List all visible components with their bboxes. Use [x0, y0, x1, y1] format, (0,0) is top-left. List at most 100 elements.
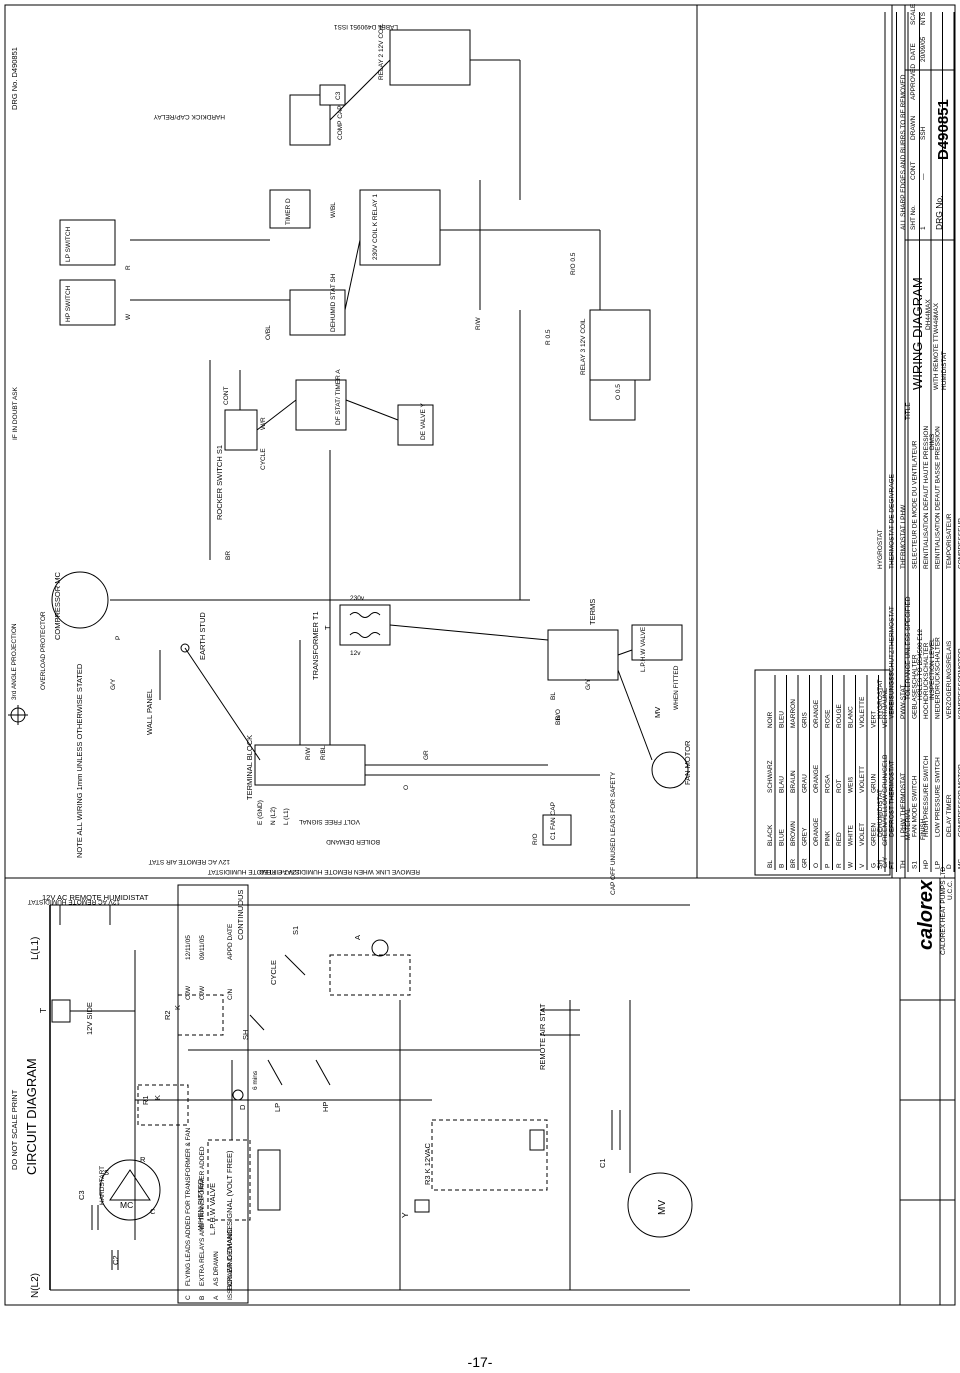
component-table-cell: PWW-STAT: [900, 685, 907, 719]
revision-cell: APPD DATE: [227, 923, 234, 960]
drawn-value: SSH: [920, 126, 927, 140]
wire-label: R/O 0.5: [570, 252, 577, 275]
colour-table-cell: BLACK: [767, 824, 774, 846]
drg-no-top: DRG No. D490851: [10, 47, 19, 110]
mc-r-terminal: R: [140, 1155, 146, 1164]
colour-table-cell: BLANC: [848, 706, 855, 728]
colour-table-cell: R: [836, 863, 843, 868]
component-table-cell: GEBLASESCHALTER: [912, 654, 919, 719]
relay-r3-coil: [529, 1129, 545, 1151]
fan-motor-label: FAN MOTOR: [683, 740, 692, 785]
component-table-cell: REINITIALISATION DEFAUT BASSE PRESSION: [935, 426, 942, 569]
colour-table-cell: GR: [802, 858, 809, 868]
wire-label: R/BL: [320, 745, 327, 760]
subtitle-3: HUMIDISTAT: [941, 351, 948, 390]
component-table-cell: DELAY TIMER: [946, 794, 953, 837]
tolerance-label: TOLERANCE UNLESS SPECIFIED: [905, 596, 912, 700]
transformer-t1-symbol: [339, 604, 391, 646]
colour-table-cell: P: [825, 864, 832, 868]
transformer-label: T: [38, 1008, 48, 1013]
term-e-label: E (GND): [257, 800, 264, 825]
title-block: calorex CALOREX HEAT PUMPS LTD U.C.C. MA…: [899, 3, 955, 1305]
note-text: NOTE ALL WIRING 1mm UNLESS OTHERWISE STA…: [75, 663, 84, 858]
relay-2-label: RELAY 2 12V COIL: [378, 23, 385, 80]
terminal-block: [254, 744, 366, 786]
if-in-doubt-text: IF IN DOUBT ASK: [12, 386, 19, 440]
dims-label: DIMS: [929, 433, 936, 450]
compressor-mc-layout: [51, 571, 109, 629]
wire-label: BR: [225, 551, 232, 560]
timer-d-text: TIMER D: [285, 198, 292, 225]
revision-row: AAS DRAWN: [213, 1251, 220, 1300]
transformer-230v: 230v: [350, 595, 365, 602]
colour-table-cell: GREEN: [871, 823, 878, 846]
fan-motor-mv-layout-label: MV: [653, 707, 662, 718]
remove-link-label: REMOVE LINK WHEN REMOTE HUMIDISTAT FITTE…: [259, 868, 420, 875]
fan-motor-mv-label: MV: [657, 1200, 668, 1215]
revision-row: C FLYING LEADS ADDED FOR TRANSFORMER & FA…: [185, 935, 192, 1300]
lp-switch-label: LP: [273, 1103, 282, 1112]
fan-cap-c1: [542, 814, 572, 846]
component-table-cell: SELECTEUR DE MODE DU VENTILATEUR: [912, 440, 919, 569]
component-table-cell: HOCHDRUCKSCHALTER: [923, 642, 930, 719]
earth-stud-symbol: [180, 643, 190, 653]
component-table-cell: TH: [900, 860, 907, 869]
compressor-label: COMPRESSOR MC: [53, 571, 62, 640]
supply-neutral-label: N(L2): [30, 1273, 41, 1298]
inspection-label: INSPECTION LEVEL: [929, 638, 936, 700]
hp-switch-label: HP: [321, 1102, 330, 1112]
wire-label: O: [403, 785, 410, 790]
colour-table-cell: GRAU: [802, 774, 809, 793]
relay-r3-box: [431, 1119, 548, 1191]
fan-motor-layout: [651, 751, 689, 789]
colour-table-cell: WHITE: [848, 824, 855, 846]
do-not-scale-text: DO NOT SCALE PRINT: [10, 1089, 19, 1170]
circuit-remote-humidistat-label: 12V AC REMOTE HUMIDISTAT: [42, 893, 149, 902]
supply-live-label: L(L1): [30, 937, 41, 960]
company-name: CALOREX HEAT PUMPS LTD: [940, 867, 947, 955]
label-code: LABEL D490951 ISS1: [334, 23, 398, 30]
compressor-mc-symbol: MC R S C: [99, 1155, 161, 1221]
lp-switch-box: [59, 219, 116, 266]
material-label: MATERIAL: [905, 808, 912, 840]
relay-3-box: [589, 309, 651, 381]
mc-label: MC: [120, 1200, 133, 1210]
boiler-terminals: [257, 1149, 281, 1211]
drawing-title: WIRING DIAGRAM: [910, 277, 925, 390]
circuit-when-fitted-label: WHEN FITTED: [196, 1178, 205, 1230]
drawn-label: DRAWN: [910, 115, 917, 140]
revision-cell: FLYING LEADS ADDED FOR TRANSFORMER & FAN: [185, 1127, 192, 1286]
wire-label: W: [125, 313, 132, 320]
lp-switch-label: LP SWITCH: [65, 226, 72, 262]
colour-table-cell: O: [813, 863, 820, 868]
wire-label: O/BL: [265, 325, 272, 340]
component-table-cell: LPHW THERMOSTAT: [900, 773, 907, 837]
circuit-diagram: DO NOT SCALE PRINT CIRCUIT DIAGRAM N(L2)…: [10, 890, 693, 1298]
hardkick-label: HARDKICK CAP/RELAY: [153, 113, 225, 120]
component-table-cell: DEHUMIDISTAT: [877, 789, 884, 837]
subtitle-1: DH44MAX: [925, 299, 932, 330]
relay-3-label: RELAY 3 12V COIL: [580, 318, 587, 375]
cont-label: CONT: [910, 162, 917, 180]
s1-label: S1: [291, 926, 300, 935]
component-table-cell: HIGH PRESSURE SWITCH: [923, 755, 930, 837]
revision-cell: AS DRAWN: [213, 1251, 220, 1286]
solenoid-y-symbol: [414, 1199, 430, 1213]
component-table-cell: HP: [923, 860, 930, 869]
component-table-cell: SH: [877, 860, 884, 869]
colour-table-cell: GRUN: [871, 774, 878, 793]
colour-table-cell: GRUN/GELB: [882, 755, 889, 793]
sh-switch-label: SH: [241, 1030, 250, 1040]
colour-table-cell: BR: [790, 859, 797, 868]
relay-r1-box: [137, 1084, 189, 1126]
wire-label: R/W: [305, 747, 312, 761]
revision-cell: C: [185, 1295, 192, 1300]
colour-table-cell: VERT: [871, 711, 878, 728]
colour-table-cell: GRIS: [802, 711, 809, 728]
wiring-layout: DRG No. D490851 IF IN DOUBT ASK 3rd ANGL…: [8, 23, 692, 905]
colour-table-cell: GREY: [802, 827, 809, 846]
cont-value: —: [920, 173, 927, 180]
lphw-when-fitted-label: WHEN FITTED: [673, 665, 680, 710]
colour-table-cell: BLUE: [779, 828, 786, 846]
date-label: DATE: [910, 42, 917, 60]
